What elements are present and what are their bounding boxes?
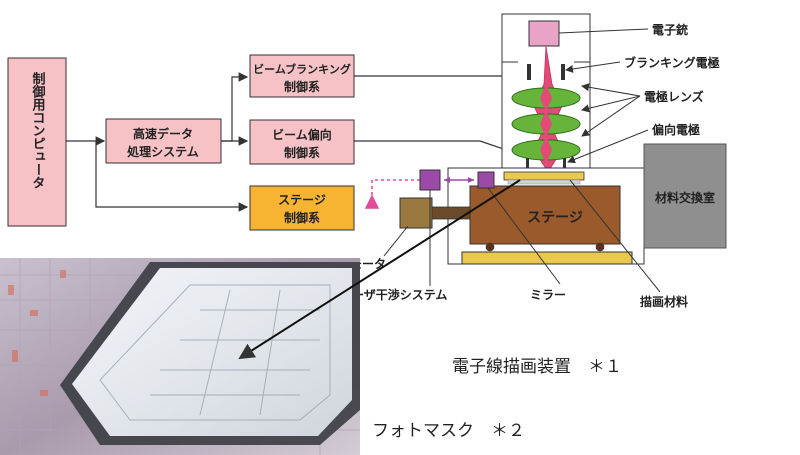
label-blanking-electrode: ブランキング電極 — [624, 55, 720, 70]
label-mirror: ミラー — [530, 288, 566, 302]
motor — [399, 197, 433, 229]
electron-gun — [528, 20, 560, 47]
stage-control-box — [249, 185, 355, 231]
stage-label: ステージ — [527, 210, 583, 226]
stage-control-line1: ステージ — [278, 193, 326, 207]
caption-photomask: フォトマスク ＊２ — [372, 421, 525, 441]
exchange-room-label: 材料交換室 — [654, 190, 715, 205]
processing-line2: 処理システム — [126, 144, 199, 159]
deflection-control-line2: 制御系 — [284, 145, 320, 160]
mask-pointer-arrow — [238, 179, 521, 360]
processing-box — [105, 118, 222, 164]
blanking-control-line1: ビームブランキング — [253, 62, 351, 76]
label-lens: 電極レンズ — [644, 89, 704, 104]
stage-base — [461, 251, 633, 265]
label-deflection-electrode: 偏向電極 — [652, 122, 700, 137]
stage-control-line2: 制御系 — [284, 210, 320, 225]
mirror-block — [477, 171, 495, 189]
processing-line1: 高速データ — [133, 126, 193, 141]
photomask-image — [0, 258, 360, 455]
exchange-room — [643, 143, 727, 249]
label-material: 描画材料 — [640, 294, 688, 309]
blanking-control-box — [249, 54, 355, 98]
caption-ebl: 電子線描画装置 ＊１ — [452, 357, 622, 377]
blanking-control-line2: 制御系 — [284, 79, 320, 94]
controller-label: 制御用コンピュータ — [30, 71, 47, 189]
laser-interferometer — [419, 169, 441, 191]
material-plate — [503, 171, 585, 181]
deflection-control-box — [249, 119, 355, 165]
label-laser: レーザ干渉システム — [340, 287, 447, 302]
label-electron-gun: 電子銃 — [652, 22, 688, 37]
controller-box — [7, 57, 67, 227]
deflection-control-line1: ビーム偏向 — [272, 127, 332, 142]
